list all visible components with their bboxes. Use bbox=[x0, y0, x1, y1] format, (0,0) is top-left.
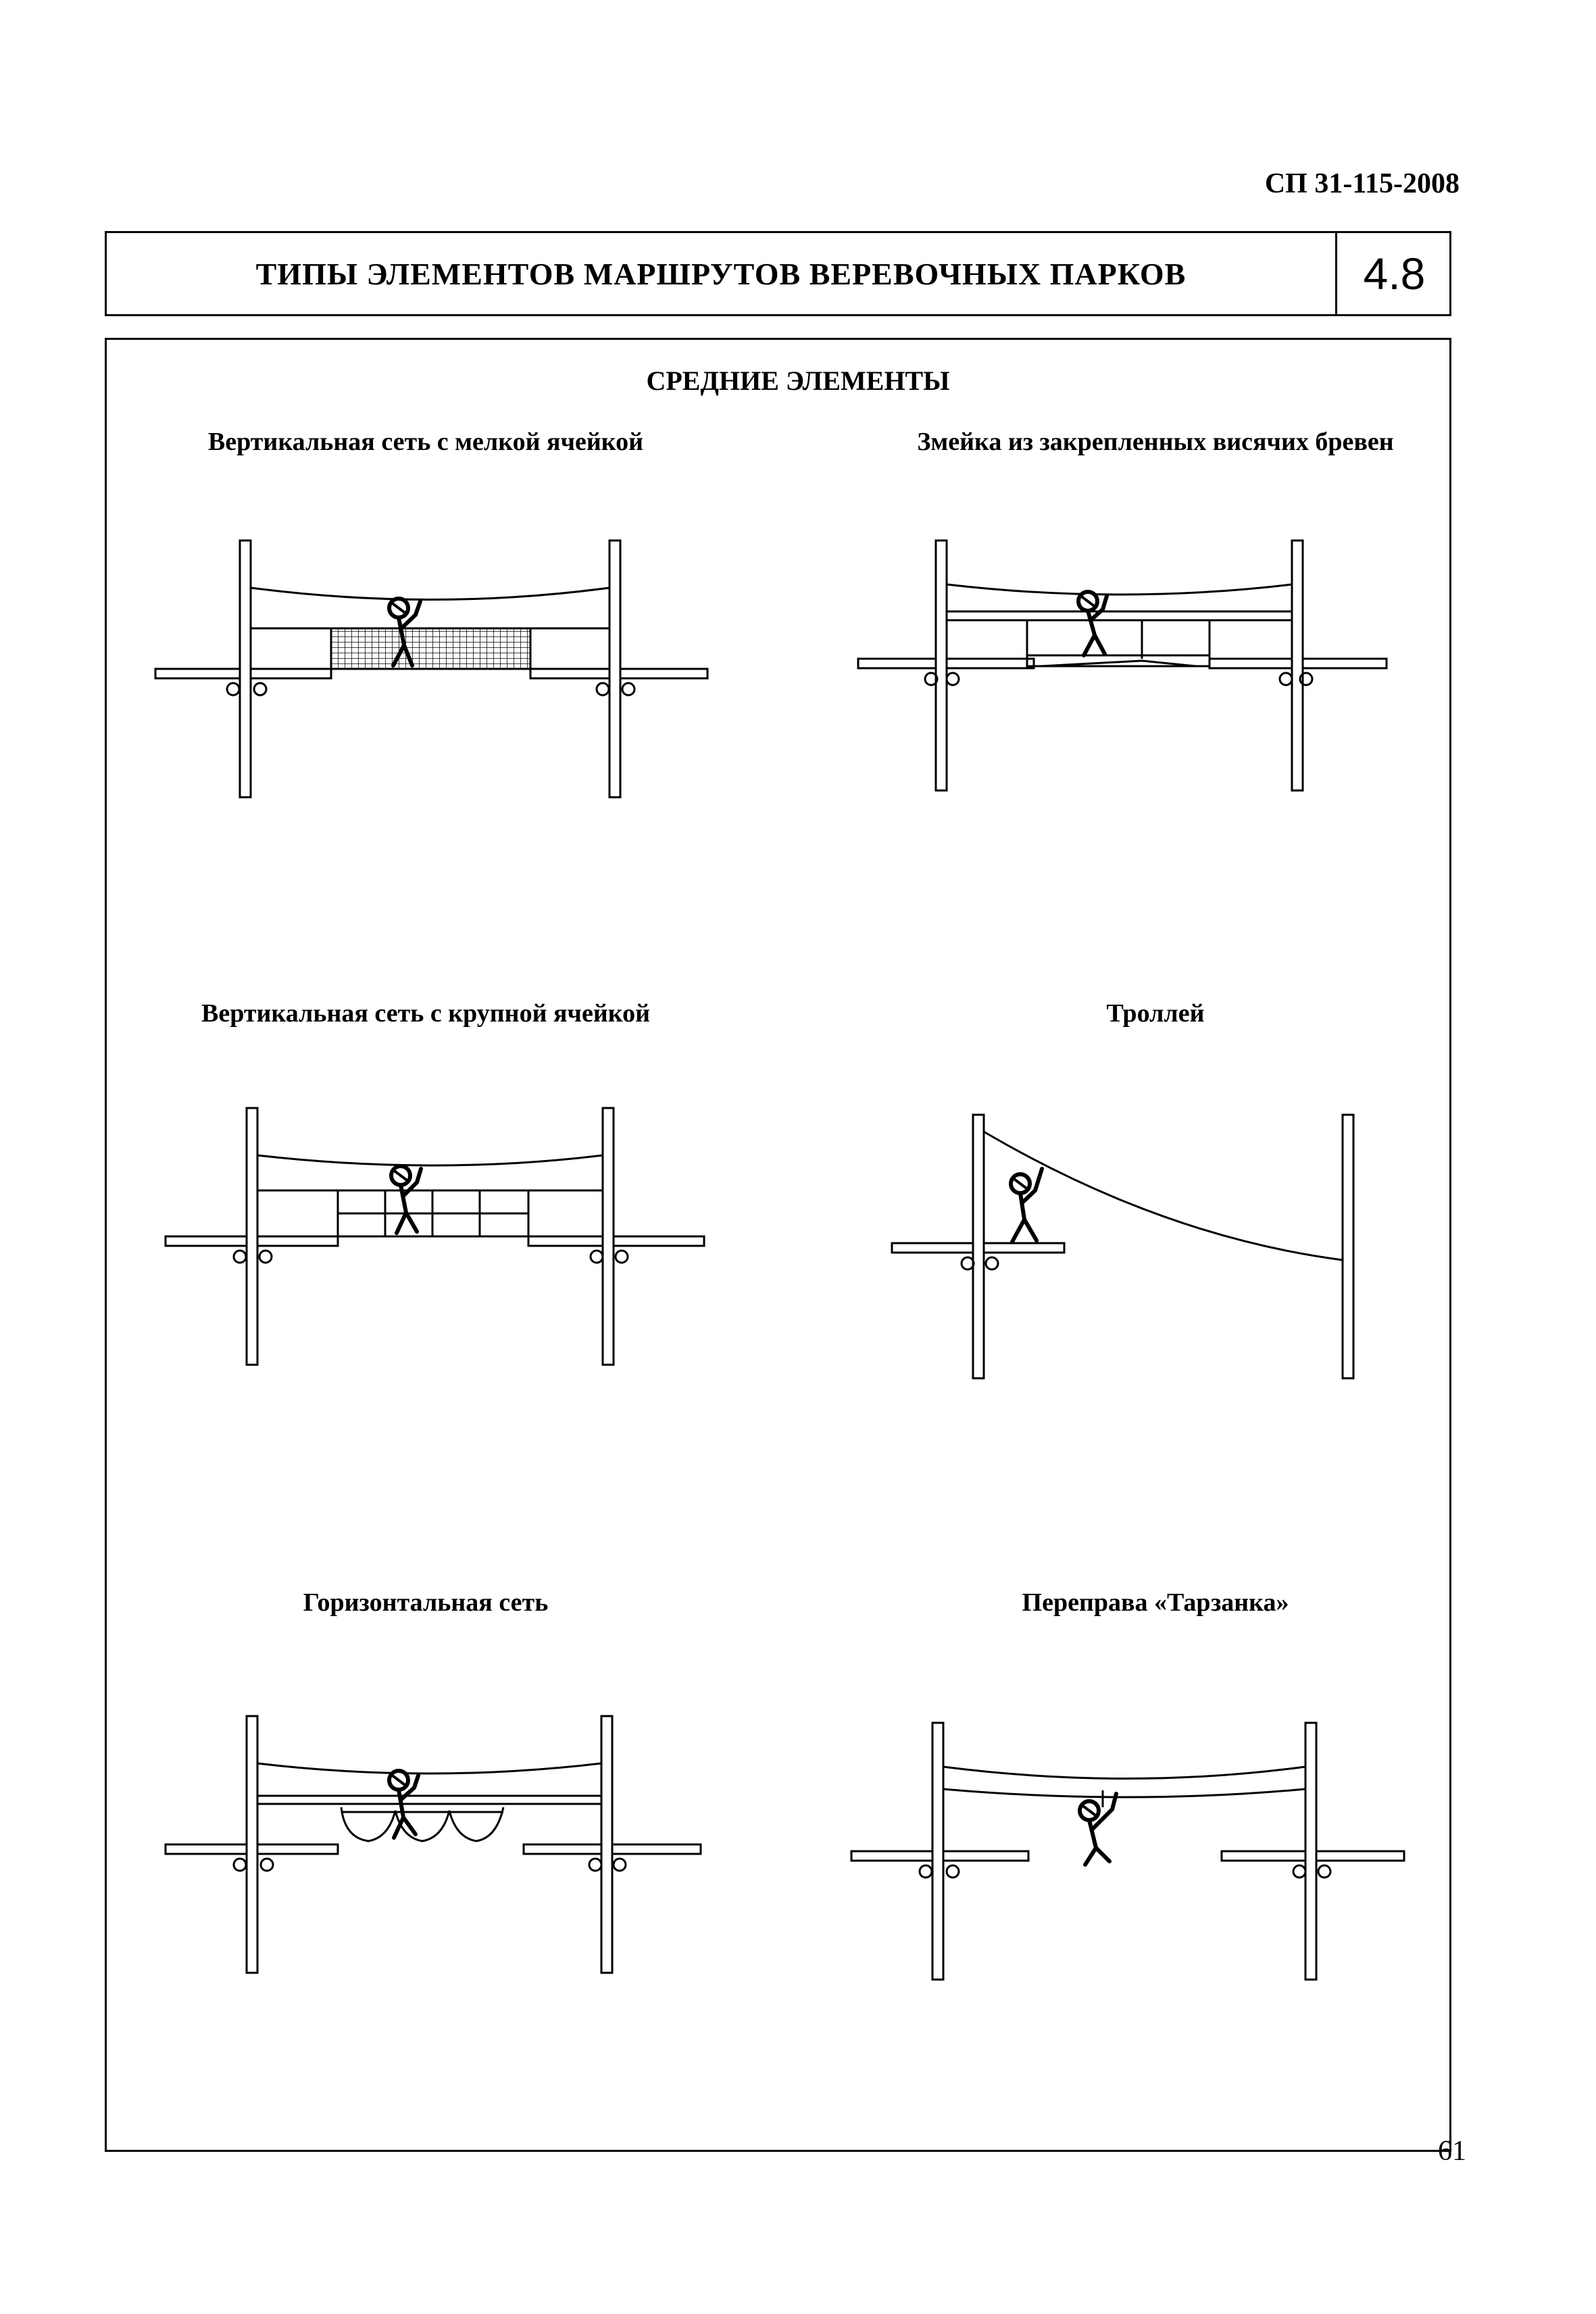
climber-figure bbox=[387, 597, 422, 668]
caption-trolley: Троллей bbox=[1106, 999, 1205, 1028]
title-block: ТИПЫ ЭЛЕМЕНТОВ МАРШРУТОВ ВЕРЕВОЧНЫХ ПАРК… bbox=[105, 231, 1451, 316]
climber-figure bbox=[389, 1164, 423, 1235]
caption-tarzan-crossing: Переправа «Тарзанка» bbox=[1022, 1588, 1289, 1617]
content-frame bbox=[105, 338, 1451, 2152]
coarse-mesh-net-diagram bbox=[164, 1107, 705, 1366]
caption-horizontal-net: Горизонтальная сеть bbox=[303, 1588, 549, 1617]
caption-log-snake: Змейка из закрепленных висячих бревен bbox=[917, 428, 1394, 456]
log-snake-diagram bbox=[857, 539, 1388, 792]
sheet-number: 4.8 bbox=[1335, 233, 1451, 314]
sheet-title: ТИПЫ ЭЛЕМЕНТОВ МАРШРУТОВ ВЕРЕВОЧНЫХ ПАРК… bbox=[255, 256, 1187, 291]
horizontal-net-diagram bbox=[164, 1715, 702, 1974]
page-number: 61 bbox=[1438, 2136, 1466, 2167]
trolley-diagram bbox=[891, 1113, 1355, 1380]
climber-figure bbox=[1076, 590, 1109, 657]
climber-figure bbox=[387, 1769, 420, 1840]
climber-figure bbox=[1078, 1792, 1118, 1867]
caption-fine-mesh-net: Вертикальная сеть с мелкой ячейкой bbox=[207, 428, 644, 456]
section-heading: СРЕДНИЕ ЭЛЕМЕНТЫ bbox=[646, 366, 950, 396]
document-code: СП 31-115-2008 bbox=[1264, 168, 1460, 199]
fine-mesh-net-diagram bbox=[154, 539, 709, 799]
caption-coarse-mesh-net: Вертикальная сеть с крупной ячейкой bbox=[201, 999, 650, 1028]
tarzan-crossing-diagram bbox=[850, 1721, 1405, 1981]
climber-figure bbox=[1009, 1167, 1044, 1244]
